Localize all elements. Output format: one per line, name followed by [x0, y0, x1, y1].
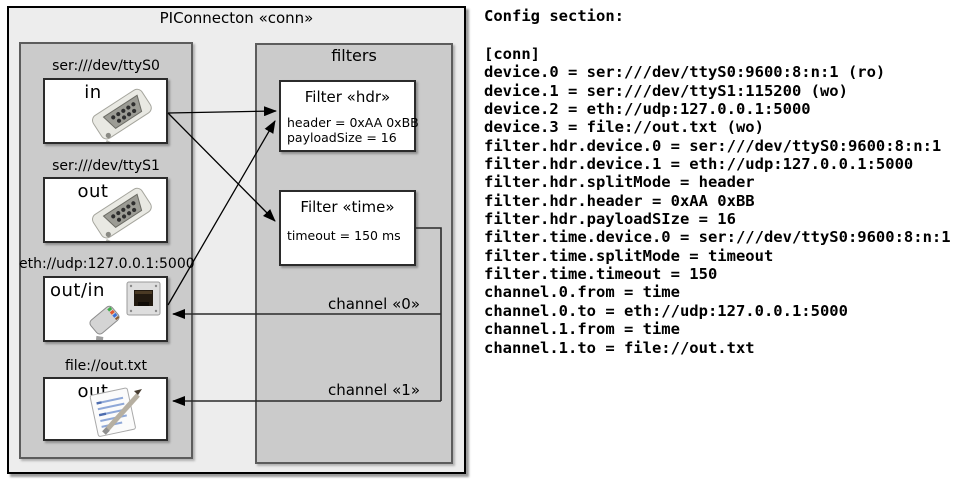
filter-hdr-prop-payload: payloadSize = 16: [287, 130, 397, 145]
filters-panel-title: filters: [331, 46, 377, 65]
ethernet-icon: [89, 281, 161, 340]
device-url-file: file://out.txt: [64, 358, 148, 374]
filter-time-prop-timeout: timeout = 150 ms: [287, 228, 401, 243]
filter-time-name: Filter «time»: [300, 198, 395, 216]
config-line: channel.0.from = time: [484, 283, 680, 302]
config-line: filter.time.timeout = 150: [484, 265, 718, 284]
config-line: channel.1.from = time: [484, 320, 680, 339]
filter-time-box: Filter «time» timeout = 150 ms: [279, 190, 416, 266]
serial-port-icon: [92, 88, 152, 142]
notepad-icon: [89, 387, 142, 437]
device-url-eth: eth://udp:127.0.0.1:5000: [19, 256, 195, 272]
device-direction: out: [77, 181, 109, 202]
config-line: channel.1.to = file://out.txt: [484, 338, 755, 357]
serial-port-icon: [92, 187, 152, 241]
device-box-eth: out/in: [43, 276, 168, 342]
config-line: filter.time.splitMode = timeout: [484, 246, 774, 265]
config-heading: Config section:: [484, 7, 624, 25]
config-line: filter.hdr.payloadSIze = 16: [484, 210, 736, 229]
device-url-ttys0: ser:///dev/ttyS0: [52, 58, 160, 74]
config-line: device.3 = file://out.txt (wo): [484, 118, 764, 137]
config-line: filter.hdr.splitMode = header: [484, 173, 755, 192]
device-box-ttys0: in: [43, 78, 168, 144]
filter-hdr-prop-header: header = 0xAA 0xBB: [287, 115, 419, 130]
device-direction: out/in: [50, 280, 105, 301]
channel-0-label: channel «0»: [327, 295, 420, 313]
config-line: device.0 = ser:///dev/ttyS0:9600:8:n:1 (…: [484, 63, 886, 82]
config-line: [conn]: [484, 45, 540, 63]
config-line: filter.hdr.device.0 = ser:///dev/ttyS0:9…: [484, 136, 942, 155]
diagram-title: PIConnecton «conn»: [159, 9, 314, 27]
config-line: filter.hdr.header = 0xAA 0xBB: [484, 191, 755, 210]
device-url-ttys1: ser:///dev/ttyS1: [52, 158, 160, 174]
device-direction: in: [84, 82, 102, 103]
config-line: filter.hdr.device.1 = eth://udp:127.0.0.…: [484, 155, 914, 174]
filter-hdr-name: Filter «hdr»: [304, 88, 391, 106]
config-lines: [conn] device.0 = ser:///dev/ttyS0:9600:…: [484, 45, 951, 357]
filter-hdr-box: Filter «hdr» header = 0xAA 0xBB payloadS…: [279, 80, 419, 152]
config-line: device.1 = ser:///dev/ttyS1:115200 (wo): [484, 81, 848, 100]
config-line: filter.time.device.0 = ser:///dev/ttyS0:…: [484, 228, 951, 247]
device-box-ttys1: out: [43, 177, 168, 243]
config-line: channel.0.to = eth://udp:127.0.0.1:5000: [484, 301, 848, 320]
config-line: device.2 = eth://udp:127.0.0.1:5000: [484, 100, 811, 119]
device-box-file: out: [43, 377, 168, 441]
channel-1-label: channel «1»: [327, 381, 420, 399]
